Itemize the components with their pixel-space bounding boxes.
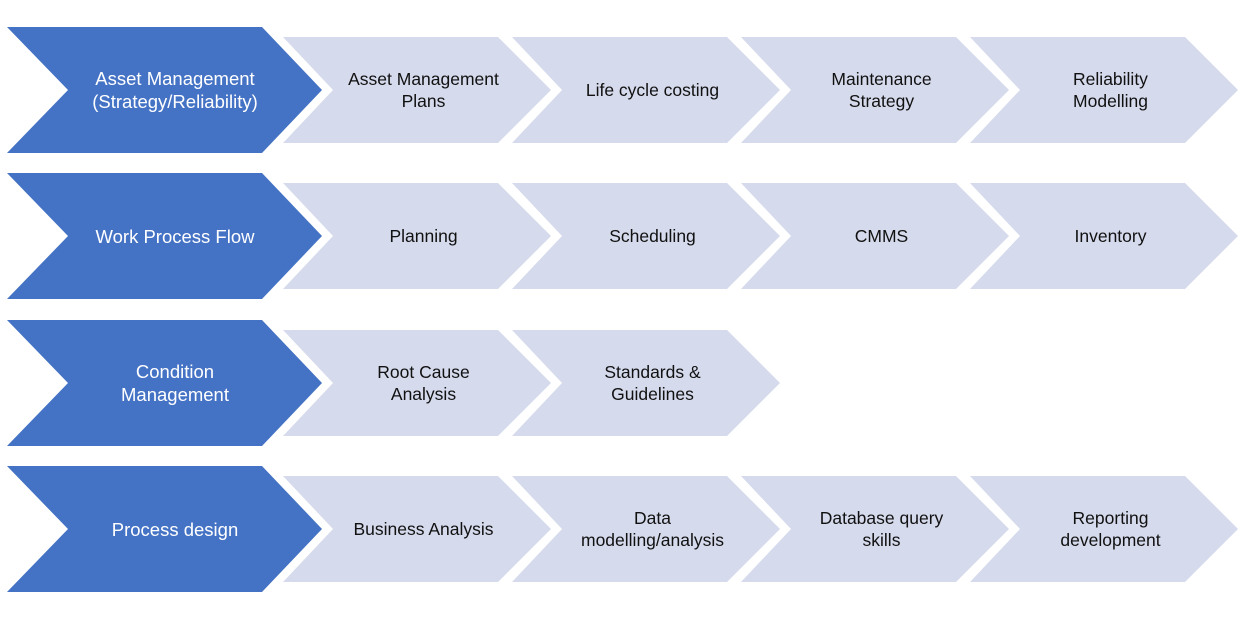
step-chevron (512, 330, 780, 436)
step-chevron (970, 37, 1238, 143)
step-chevron (970, 183, 1238, 289)
step-chevron (283, 37, 551, 143)
step-chevron (283, 330, 551, 436)
row-header-chevron (7, 27, 322, 153)
step-chevron (741, 37, 1009, 143)
row-header-chevron (7, 320, 322, 446)
step-chevron (512, 476, 780, 582)
step-chevron (741, 183, 1009, 289)
step-chevron (283, 183, 551, 289)
step-chevron (512, 183, 780, 289)
step-chevron (970, 476, 1238, 582)
row-header-chevron (7, 466, 322, 592)
step-chevron (283, 476, 551, 582)
row-header-chevron (7, 173, 322, 299)
step-chevron (741, 476, 1009, 582)
step-chevron (512, 37, 780, 143)
